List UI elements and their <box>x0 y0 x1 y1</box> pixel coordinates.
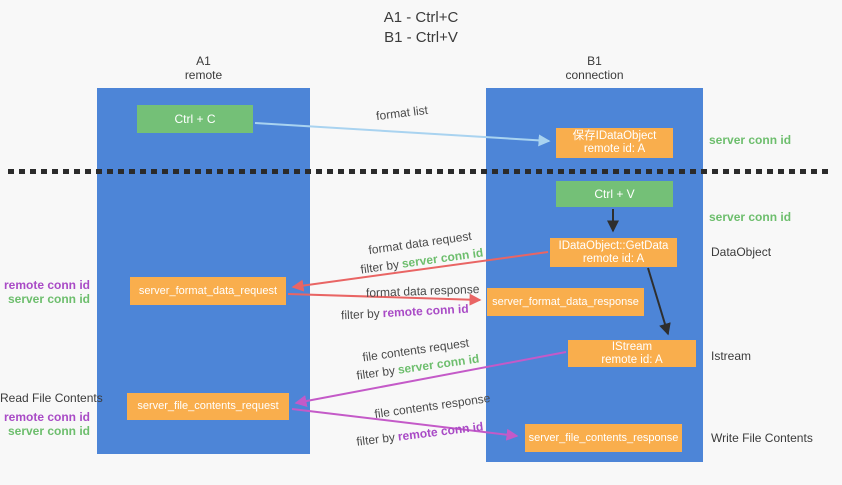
node-format-request-label: server_format_data_request <box>138 284 278 297</box>
remote-conn-id-text: remote conn id <box>396 419 485 444</box>
column-a1-subtitle: remote <box>184 68 223 82</box>
node-save-idataobject-line1: 保存IDataObject <box>572 130 657 142</box>
diagram-title: A1 - Ctrl+C B1 - Ctrl+V <box>0 8 842 48</box>
left-label-read-file-contents: Read File Contents <box>0 391 103 405</box>
remote-conn-id-text: remote conn id <box>382 301 469 321</box>
right-label-istream: Istream <box>711 349 752 363</box>
left-label-server-conn-id: server conn id <box>7 424 90 438</box>
right-label-server-conn-id: server conn id <box>709 133 792 147</box>
column-a1-name: A1 <box>196 54 211 68</box>
node-file-response-label: server_file_contents_response <box>528 431 679 444</box>
node-ctrl-c-label: Ctrl + C <box>174 111 216 126</box>
filter-by-text: filter by <box>340 306 381 323</box>
node-save-idataobject: 保存IDataObject remote id: A <box>556 128 673 158</box>
filter-by-text: filter by <box>359 257 400 277</box>
node-server-format-data-response: server_format_data_response <box>487 288 644 316</box>
node-getdata-line2: remote id: A <box>582 252 645 265</box>
label-file-contents-response: file contents response <box>373 390 492 422</box>
node-idataobject-getdata: IDataObject::GetData remote id: A <box>550 238 677 267</box>
node-server-format-data-request: server_format_data_request <box>130 277 286 305</box>
node-getdata-line1: IDataObject::GetData <box>558 239 669 252</box>
node-server-file-contents-response: server_file_contents_response <box>525 424 682 452</box>
label-format-list: format list <box>375 102 429 124</box>
node-istream-line1: IStream <box>611 340 653 353</box>
node-istream-line2: remote id: A <box>601 353 663 366</box>
filter-by-text: filter by <box>355 430 396 449</box>
node-ctrl-v-label: Ctrl + V <box>594 186 635 201</box>
column-header-b1: B1 connection <box>486 54 703 82</box>
left-label-remote-conn-id: remote conn id <box>3 278 90 292</box>
node-server-file-contents-request: server_file_contents_request <box>127 393 289 420</box>
label-format-data-response: format data response <box>365 282 480 300</box>
node-save-idataobject-line2: remote id: A <box>583 143 646 155</box>
filter-by-text: filter by <box>355 363 396 383</box>
right-label-dataobject: DataObject <box>711 245 772 259</box>
node-istream: IStream remote id: A <box>568 340 696 367</box>
left-label-server-conn-id: server conn id <box>7 292 90 306</box>
column-b1-name: B1 <box>587 54 602 68</box>
node-format-response-label: server_format_data_response <box>492 295 639 308</box>
title-line-1: A1 - Ctrl+C <box>383 9 459 26</box>
node-ctrl-v: Ctrl + V <box>556 181 673 207</box>
dotted-divider-line <box>8 169 828 174</box>
right-label-server-conn-id: server conn id <box>709 210 792 224</box>
node-ctrl-c: Ctrl + C <box>137 105 253 133</box>
title-line-2: B1 - Ctrl+V <box>384 29 458 46</box>
column-b1-subtitle: connection <box>565 68 624 82</box>
label-filter-by-remote-conn-id: filter byremote conn id <box>356 419 484 448</box>
left-label-remote-conn-id: remote conn id <box>3 410 90 424</box>
right-label-write-file-contents: Write File Contents <box>711 431 813 445</box>
column-header-a1: A1 remote <box>97 54 310 82</box>
node-file-request-label: server_file_contents_request <box>137 400 279 412</box>
